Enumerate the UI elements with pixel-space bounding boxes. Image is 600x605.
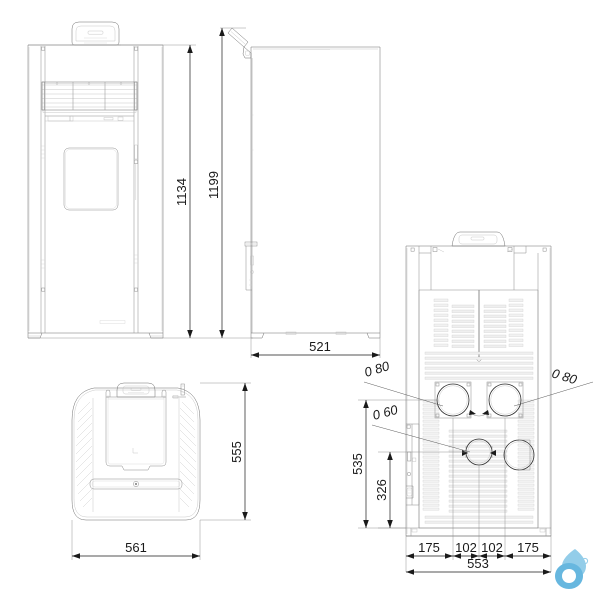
dimension-326-label: 326: [374, 479, 389, 501]
plan-hinges: [105, 389, 167, 399]
plan-hopper-lid: [105, 396, 167, 471]
rear-feet: [406, 527, 551, 537]
water-drop-logo-watermark: [555, 549, 589, 589]
dimension-553: 553: [406, 556, 551, 575]
dimension-1134: 1134: [28, 44, 196, 339]
dimension-102-left-label: 102: [455, 540, 477, 555]
front-door-handle: [134, 144, 138, 200]
plan-right-hatching: [179, 401, 197, 508]
plan-front-bar: [89, 478, 183, 490]
side-elevation-view: [227, 27, 381, 339]
dimension-561: 561: [71, 520, 201, 560]
front-top-fixings: [41, 46, 138, 51]
dimension-1199-label: 1199: [206, 171, 221, 199]
dimension-555-label: 555: [229, 441, 244, 463]
front-left-vents: [41, 145, 45, 269]
dimension-521-label: 521: [309, 339, 331, 354]
front-right-vents: [41, 254, 138, 292]
dimension-326: 326: [374, 451, 466, 529]
rear-display-cap: [451, 231, 506, 247]
top-plan-view: [71, 382, 201, 521]
front-grille: [41, 81, 138, 113]
rear-side-port: [503, 439, 535, 471]
dimension-175-left-label: 175: [418, 540, 440, 555]
plan-body-outline: [71, 387, 201, 521]
side-rear-detail: [244, 241, 258, 291]
dimension-553-label: 553: [467, 556, 489, 571]
dimension-535: 535: [350, 399, 437, 529]
dimension-535-label: 535: [350, 453, 365, 475]
dimension-1134-label: 1134: [174, 178, 189, 206]
rear-flue-right: [486, 381, 524, 419]
plan-display-cap: [116, 382, 156, 398]
dimension-561-label: 561: [125, 540, 147, 555]
diameter-60-label: 0 60: [371, 402, 400, 423]
dimension-175-right-label: 175: [517, 540, 539, 555]
plan-left-hatching: [75, 401, 93, 508]
plan-antenna-detail: [172, 383, 186, 399]
diameter-80-left-label: 0 80: [362, 358, 391, 380]
dimension-555: 555: [200, 382, 251, 521]
front-door-window: [63, 147, 119, 211]
diameter-60-center: 0 60: [371, 402, 471, 453]
rear-top-fixings: [410, 247, 547, 253]
dimension-521: 521: [250, 338, 381, 358]
side-feet: [250, 331, 381, 339]
dimension-1199: 1199: [196, 27, 253, 339]
dimension-102-right-label: 102: [481, 540, 503, 555]
dimension-chain-rear: 175 102 102 175: [405, 418, 552, 572]
diameter-80-right: 0 80: [513, 366, 594, 407]
diameter-80-left: 0 80: [362, 358, 444, 407]
front-door-header: [45, 115, 134, 122]
front-brand-badge: [99, 320, 126, 324]
diameter-80-right-label: 0 80: [550, 366, 579, 388]
front-elevation-view: [27, 21, 164, 339]
